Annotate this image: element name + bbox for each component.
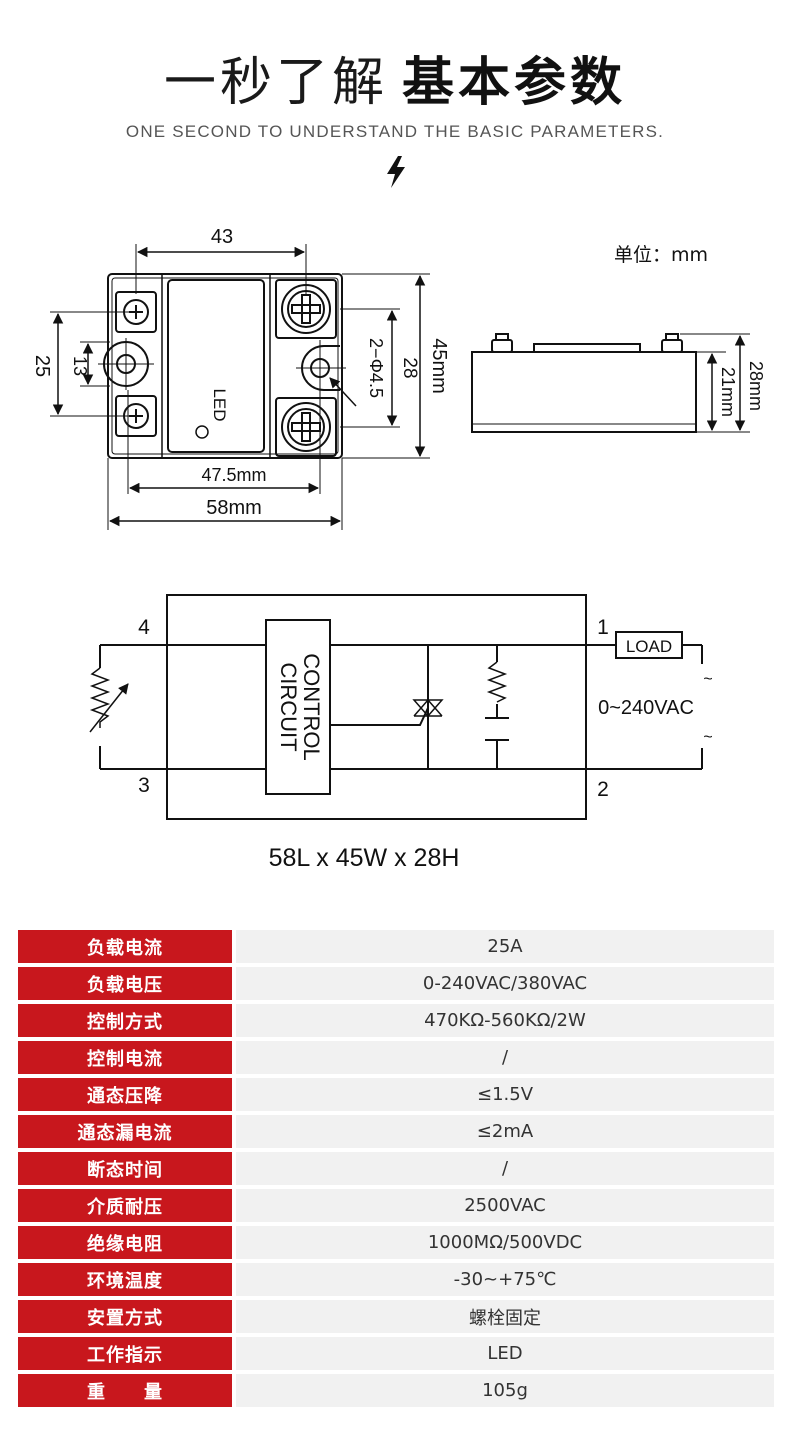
spec-value: 螺栓固定 — [236, 1300, 774, 1333]
dim-21mm: 21mm — [718, 367, 738, 417]
terminal-2: 2 — [597, 778, 609, 801]
spec-label: 控制方式 — [18, 1004, 232, 1037]
spec-value: ≤2mA — [236, 1115, 774, 1148]
table-row: 通态压降≤1.5V — [18, 1078, 774, 1111]
terminal-1: 1 — [597, 616, 609, 639]
voltage-label: 0~240VAC — [598, 697, 694, 719]
spec-value: 25A — [236, 930, 774, 963]
dim-28: 28 — [399, 357, 420, 378]
hole-spec: 2−Φ4.5 — [366, 338, 386, 398]
tilde-bottom: ~ — [703, 729, 712, 746]
terminal-4: 4 — [138, 616, 150, 639]
tilde-top: ~ — [703, 671, 712, 688]
table-row: 通态漏电流≤2mA — [18, 1115, 774, 1148]
spec-label: 负载电流 — [18, 930, 232, 963]
spec-label: 通态漏电流 — [18, 1115, 232, 1148]
technical-drawing: LED 43 25 13 2−Φ4.5 28 45mm 47.5mm 58mm — [31, 226, 766, 872]
dim-43: 43 — [211, 226, 233, 248]
table-row: 安置方式螺栓固定 — [18, 1300, 774, 1333]
dim-58mm: 58mm — [206, 497, 262, 519]
spec-value: 470KΩ-560KΩ/2W — [236, 1004, 774, 1037]
table-row: 环境温度-30~+75℃ — [18, 1263, 774, 1296]
led-label: LED — [210, 388, 229, 421]
spec-value: / — [236, 1041, 774, 1074]
spec-value: ≤1.5V — [236, 1078, 774, 1111]
circuit-label: CIRCUIT — [276, 662, 301, 751]
relay-side-view — [471, 333, 697, 433]
spec-label: 断态时间 — [18, 1152, 232, 1185]
terminal-3: 3 — [138, 774, 150, 797]
load-label: LOAD — [626, 637, 672, 656]
dim-28mm: 28mm — [746, 361, 766, 411]
circuit-diagram — [89, 594, 703, 820]
page-title: 一秒了解基本参数 — [0, 40, 790, 115]
control-label: CONTROL — [299, 653, 324, 761]
title-light: 一秒了解 — [163, 53, 388, 113]
unit-label: 单位：mm — [614, 244, 709, 266]
size-label: 58L x 45W x 28H — [269, 844, 460, 872]
spec-label: 重 量 — [18, 1374, 232, 1407]
spec-value: / — [236, 1152, 774, 1185]
spec-label: 通态压降 — [18, 1078, 232, 1111]
spec-label: 工作指示 — [18, 1337, 232, 1370]
dim-47-5mm: 47.5mm — [201, 465, 266, 485]
spec-value: 1000MΩ/500VDC — [236, 1226, 774, 1259]
spec-label: 控制电流 — [18, 1041, 232, 1074]
title-bold: 基本参数 — [402, 53, 627, 113]
spec-label: 介质耐压 — [18, 1189, 232, 1222]
spec-label: 绝缘电阻 — [18, 1226, 232, 1259]
relay-top-view — [98, 273, 346, 490]
lightning-bolt-icon — [387, 156, 405, 188]
table-row: 控制电流/ — [18, 1041, 774, 1074]
dim-45mm: 45mm — [428, 338, 450, 394]
page-subtitle: ONE SECOND TO UNDERSTAND THE BASIC PARAM… — [125, 122, 665, 141]
dim-13: 13 — [70, 356, 90, 376]
spec-value: -30~+75℃ — [236, 1263, 774, 1296]
spec-value: LED — [236, 1337, 774, 1370]
spec-value: 2500VAC — [236, 1189, 774, 1222]
spec-value: 105g — [236, 1374, 774, 1407]
dim-25: 25 — [31, 355, 53, 377]
spec-label: 安置方式 — [18, 1300, 232, 1333]
spec-label: 负载电压 — [18, 967, 232, 1000]
spec-label: 环境温度 — [18, 1263, 232, 1296]
table-row: 断态时间/ — [18, 1152, 774, 1185]
spec-value: 0-240VAC/380VAC — [236, 967, 774, 1000]
